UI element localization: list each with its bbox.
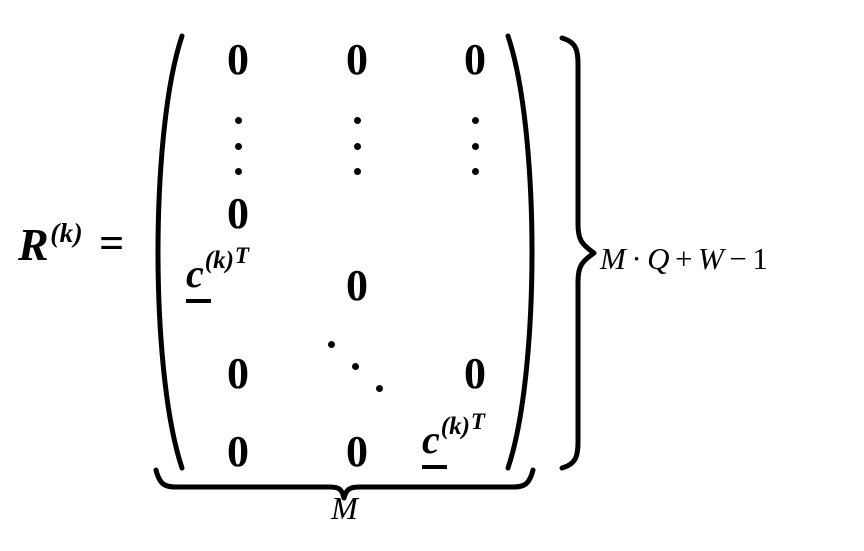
label-operator-minus: − (729, 241, 748, 276)
right-parenthesis (502, 32, 542, 472)
matrix-cell-r5c2-ddots (322, 337, 392, 397)
underbrace-label: M (331, 490, 358, 526)
matrix-cell-r4c2: 0 (346, 261, 368, 310)
matrix-body: 0 0 0 0 c(k)T 0 0 0 0 0 (148, 32, 542, 476)
label-operator-plus: + (675, 241, 694, 276)
right-brace (556, 34, 598, 472)
c-vector-superscript: (k)T (440, 409, 485, 440)
matrix-cell-r5c3: 0 (464, 349, 486, 398)
lhs-expression: R(k) = (18, 218, 125, 270)
left-parenthesis (148, 32, 188, 472)
matrix-symbol-superscript: (k) (50, 218, 84, 248)
matrix-symbol-R: R (18, 219, 50, 270)
matrix-cell-r3c1: 0 (227, 189, 249, 238)
matrix-cell-r6c2: 0 (346, 427, 368, 476)
matrix-cell-r6c3-cvector: c(k)T (422, 410, 532, 469)
matrix-cell-r2c3-vdots (445, 117, 505, 175)
matrix-cell-r1c3: 0 (464, 35, 486, 84)
c-vector-underline (186, 299, 211, 303)
right-brace-label: M·Q+W−1 (600, 243, 768, 274)
c-vector-superscript: (k)T (204, 243, 249, 274)
matrix-cell-r1c1: 0 (227, 35, 249, 84)
underbrace (152, 466, 537, 502)
c-vector-letter: c (422, 417, 440, 462)
matrix-cell-r5c1: 0 (227, 349, 249, 398)
matrix-cell-r1c2: 0 (346, 35, 368, 84)
matrix-cell-r2c1-vdots (208, 117, 268, 175)
label-term-one: 1 (752, 241, 769, 276)
equals-sign: = (99, 219, 125, 268)
matrix-cell-r4c1-cvector: c(k)T (186, 244, 296, 303)
label-term-W: W (698, 241, 725, 276)
c-vector-letter: c (186, 251, 204, 296)
matrix-cell-r2c2-vdots (327, 117, 387, 175)
label-operator-dot: · (631, 241, 643, 276)
label-term-M: M (600, 241, 627, 276)
label-term-Q: Q (647, 241, 671, 276)
c-vector-underline (422, 465, 447, 469)
matrix-cell-r6c1: 0 (227, 427, 249, 476)
